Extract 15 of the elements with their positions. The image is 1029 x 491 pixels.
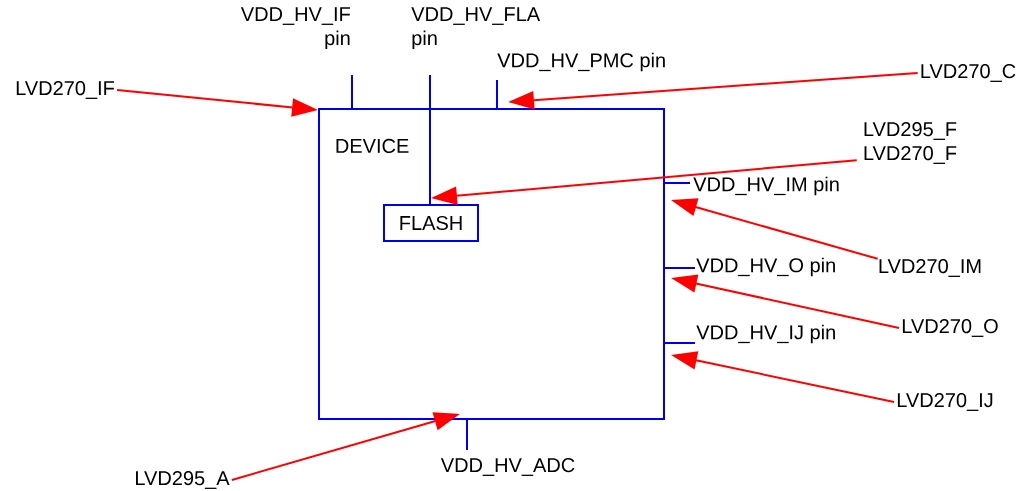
- pin-label: VDD_HV_ADC: [440, 458, 575, 476]
- pin-label: VDD_HV_IF pin: [240, 7, 350, 50]
- pin-label: VDD_HV_O pin: [696, 257, 835, 277]
- signal-label: LVD270_IF: [16, 81, 115, 99]
- signal-label: LVD295_F LVD270_F: [864, 122, 957, 164]
- signal-label: LVD270_IJ: [897, 393, 993, 411]
- pin-label: VDD_HV_FLA pin: [411, 7, 541, 50]
- signal-label: LVD295_A: [136, 471, 230, 489]
- pin-label: VDD_HV_IM pin: [693, 176, 839, 196]
- signal-label: LVD270_O: [902, 319, 998, 337]
- pin-label: VDD_HV_IJ pin: [696, 324, 835, 344]
- signal-label: LVD270_IM: [879, 259, 981, 277]
- flash-box: FLASH: [383, 204, 479, 242]
- pin-label: VDD_HV_PMC pin: [497, 52, 665, 72]
- signal-label: LVD270_C: [921, 64, 1016, 82]
